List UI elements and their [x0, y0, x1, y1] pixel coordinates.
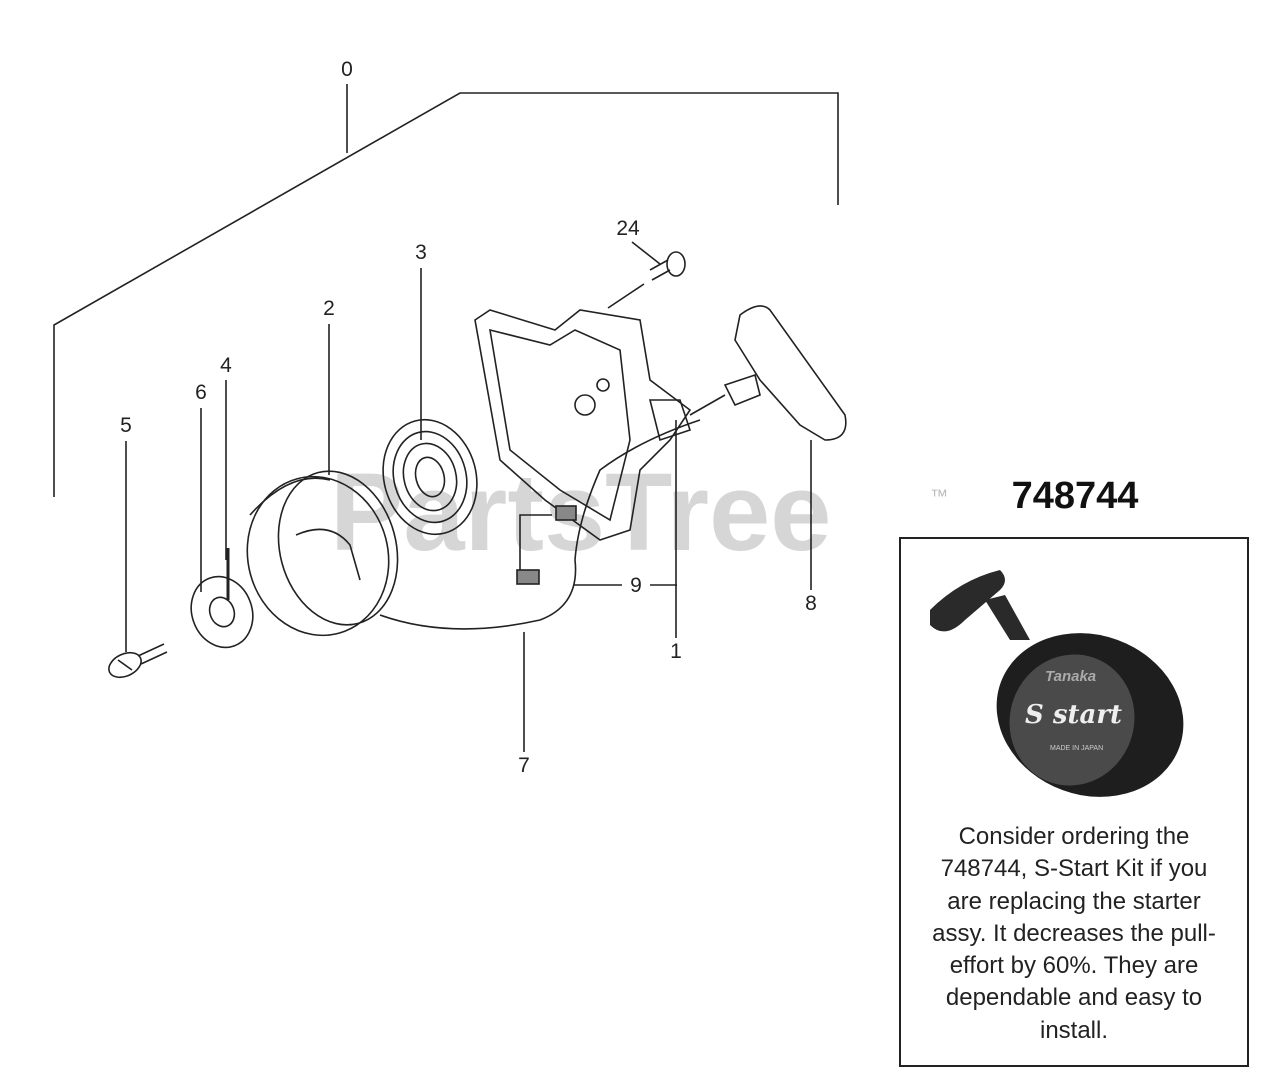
callout-8: 8 — [805, 592, 817, 615]
leader-24 — [631, 241, 661, 265]
assembly-bracket — [53, 92, 839, 497]
part-7-rope — [379, 419, 701, 630]
kit-info-box: Consider ordering the 748744, S-Start Ki… — [899, 537, 1249, 1067]
callout-6: 6 — [195, 381, 207, 404]
watermark-text: PartsTree — [330, 451, 832, 574]
callout-4: 4 — [220, 354, 232, 377]
part-3-spring — [382, 418, 478, 536]
part-1-case — [474, 309, 692, 541]
kit-product-photo — [930, 570, 1184, 797]
callout-7: 7 — [518, 754, 530, 777]
kit-note-line: Consider ordering the — [958, 823, 1190, 850]
callout-3: 3 — [415, 241, 427, 264]
part-9-guide-b — [555, 505, 577, 521]
callout-9: 9 — [630, 574, 642, 597]
part-24-bolt — [649, 251, 686, 281]
part-2-reel — [246, 470, 399, 637]
kit-photo-logo: S start — [1025, 700, 1123, 730]
callout-2: 2 — [323, 297, 335, 320]
kit-note: Consider ordering the 748744, S-Start Ki… — [901, 821, 1247, 1047]
kit-note-line: 748744, S-Start Kit if you — [940, 855, 1208, 883]
watermark: PartsTree — [330, 458, 831, 568]
kit-photo-brand: Tanaka — [1045, 668, 1097, 685]
part-5-screw — [108, 643, 168, 679]
kit-note-line: effort by 60%. They are — [949, 952, 1199, 980]
callout-5: 5 — [120, 414, 132, 437]
leader-24b — [607, 283, 645, 309]
callout-1: 1 — [670, 640, 682, 663]
trademark-symbol: ™ — [930, 486, 948, 506]
part-9-guide — [516, 569, 540, 585]
leader-9b — [519, 514, 552, 570]
kit-part-number: 748744 — [1011, 475, 1139, 517]
kit-note-line: assy. It decreases the pull- — [932, 919, 1216, 947]
kit-photo-origin: MADE IN JAPAN — [1050, 745, 1104, 752]
kit-note-line: are replacing the starter — [947, 887, 1201, 915]
callout-24: 24 — [616, 217, 640, 240]
part-6-ratchet — [190, 575, 254, 649]
kit-note-line: dependable and easy to — [945, 984, 1203, 1012]
callout-0: 0 — [341, 58, 353, 81]
kit-note-line: install. — [1039, 1016, 1109, 1044]
part-8-handle — [689, 305, 847, 441]
